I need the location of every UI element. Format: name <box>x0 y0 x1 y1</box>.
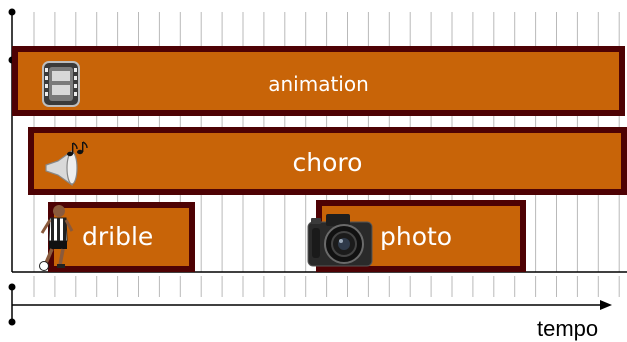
track-label-drible: drible <box>82 222 154 251</box>
soccer-player-icon <box>38 203 74 271</box>
track-start-dot <box>8 8 16 16</box>
speaker-music-icon <box>42 141 88 187</box>
track-bar-drible: drible <box>48 202 195 272</box>
track-label-animation: animation <box>268 72 369 96</box>
time-axis-arrowhead <box>600 300 612 310</box>
track-bar-animation: animation <box>12 46 625 116</box>
film-reel-icon <box>41 60 81 108</box>
track-bar-choro: choro <box>28 127 627 195</box>
axis-label-tempo: tempo <box>537 316 599 341</box>
track-label-photo: photo <box>380 222 453 251</box>
track-label-choro: choro <box>292 148 363 177</box>
camera-icon <box>306 208 374 268</box>
